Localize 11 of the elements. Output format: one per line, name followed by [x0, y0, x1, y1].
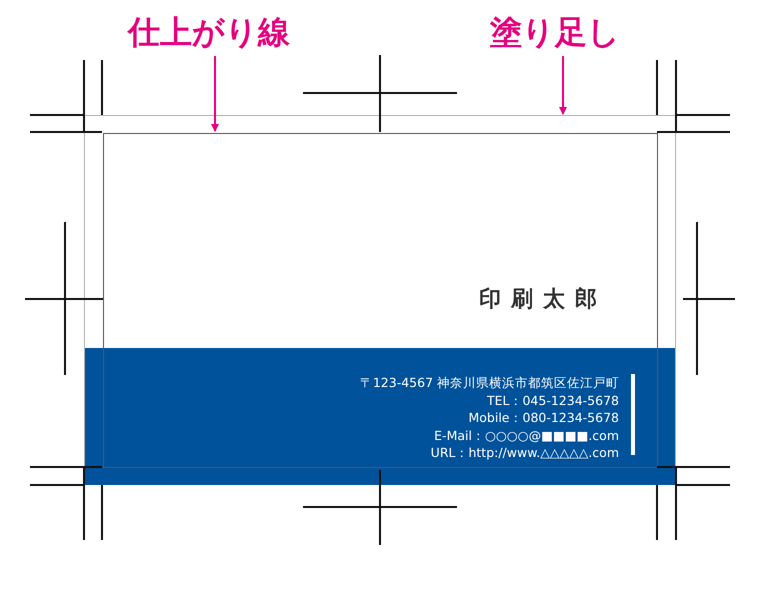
- callout-heading: 仕上がり線: [128, 14, 290, 50]
- bleed-area: [84, 115, 676, 485]
- contact-text: E-Mail：○○○○@■■■■.com: [434, 428, 619, 442]
- leader-arrow: [559, 56, 567, 115]
- contact-text: URL：http://www.△△△△△.com: [430, 445, 619, 460]
- callout-heading: 塗り足し: [490, 14, 620, 50]
- contact-text: 〒123-4567 神奈川県横浜市都筑区佐江戸町: [360, 375, 619, 390]
- contact-text: TEL：045-1234-5678: [486, 392, 619, 408]
- leader-arrow: [211, 56, 219, 132]
- name-text: 印刷太郎: [479, 286, 607, 314]
- contact-text: Mobile：080-1234-5678: [468, 410, 619, 425]
